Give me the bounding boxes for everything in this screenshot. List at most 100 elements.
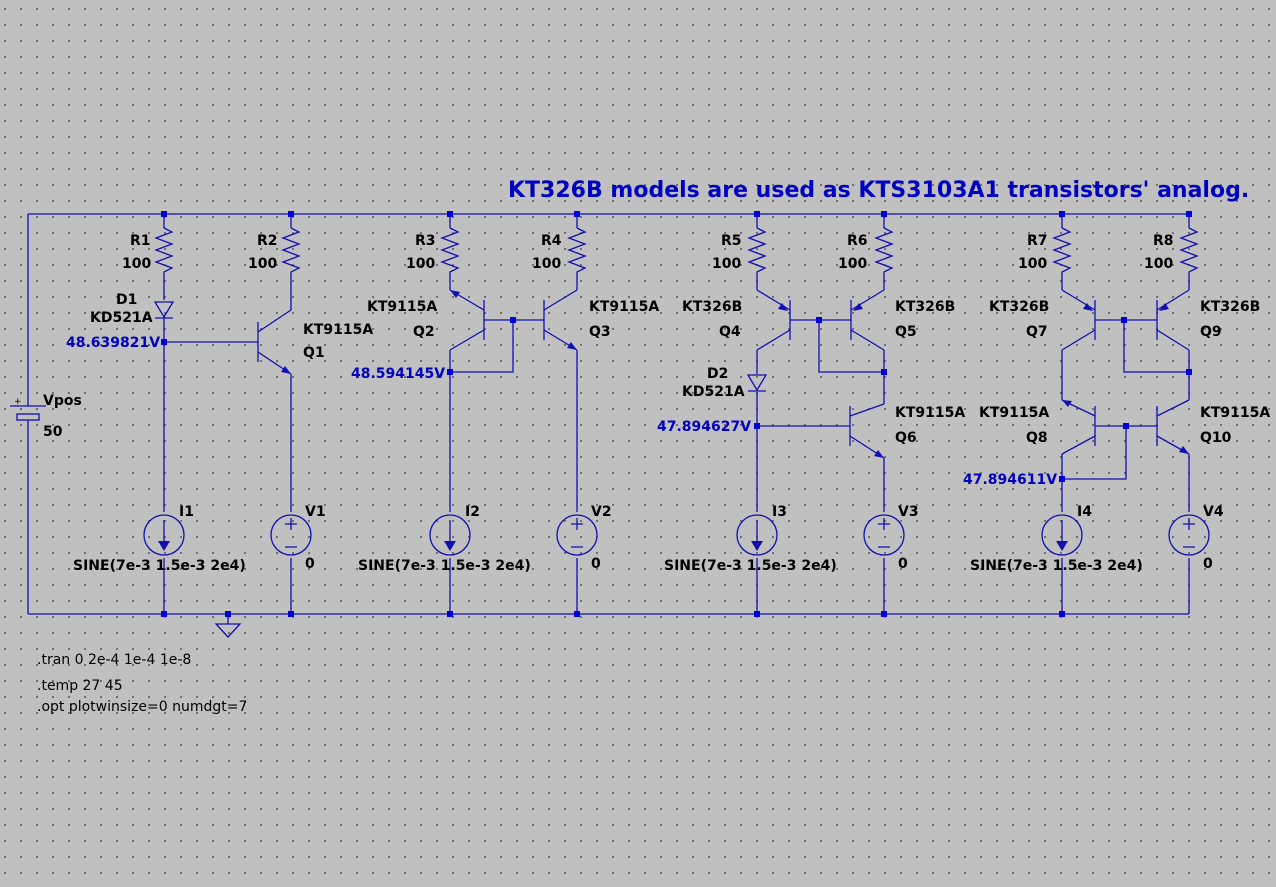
v1-name: V1 [305,504,326,520]
voltage-source-v4 [1168,514,1210,556]
r8-value: 100 [1144,256,1173,272]
d2-name: D2 [707,366,728,382]
q3-model: KT9115A [589,299,659,315]
resistor-r1 [154,227,174,278]
transistor-q7 [1061,289,1096,351]
r6-value: 100 [838,256,867,272]
v4-name: V4 [1203,504,1224,520]
resistor-r3 [440,227,460,278]
battery-vpos [10,404,46,425]
r3-name: R3 [415,233,436,249]
i3-value: SINE(7e-3 1.5e-3 2e4) [664,558,837,574]
r7-name: R7 [1027,233,1048,249]
q10-model: KT9115A [1200,405,1270,421]
r4-name: R4 [541,233,562,249]
resistor-r6 [874,227,894,278]
node-voltage-1: 48.639821V [66,335,160,351]
d2-model: KD521A [682,384,745,400]
q9-model: KT326B [1200,299,1260,315]
vpos-value: 50 [43,424,63,440]
q9-name: Q9 [1200,324,1222,340]
v2-name: V2 [591,504,612,520]
q4-model: KT326B [682,299,742,315]
voltage-source-symbols [10,404,1210,556]
voltage-source-v1 [270,514,312,556]
r3-value: 100 [406,256,435,272]
node-voltage-3: 47.894627V [657,419,751,435]
diode-symbols [153,301,768,392]
v1-value: 0 [305,556,315,572]
transistor-symbols [257,289,1190,459]
spice-directive-temp: .temp 27 45 [37,678,123,694]
transistor-q2 [449,289,485,351]
q1-name: Q1 [303,345,325,361]
node-voltage-2: 48.594145V [351,366,445,382]
r6-name: R6 [847,233,868,249]
i1-name: I1 [179,504,194,520]
resistor-r7 [1052,227,1072,278]
transistor-q8 [1061,399,1096,455]
transistor-q6 [849,403,885,459]
transistor-q5 [850,289,885,351]
q6-name: Q6 [895,430,917,446]
q1-model: KT9115A [303,322,373,338]
d1-name: D1 [116,292,137,308]
voltage-source-v2 [556,514,598,556]
r8-name: R8 [1153,233,1174,249]
v2-value: 0 [591,556,601,572]
i4-value: SINE(7e-3 1.5e-3 2e4) [970,558,1143,574]
transistor-q3 [543,289,578,351]
r5-name: R5 [721,233,742,249]
i1-value: SINE(7e-3 1.5e-3 2e4) [73,558,246,574]
r5-value: 100 [712,256,741,272]
r4-value: 100 [532,256,561,272]
junctions [161,211,1192,617]
q2-name: Q2 [413,324,435,340]
diode-d1 [153,301,175,319]
resistor-r8 [1179,227,1199,278]
i3-name: I3 [772,504,787,520]
vpos-name: Vpos [43,393,82,409]
spice-directive-opt: .opt plotwinsize=0 numdgt=7 [37,699,247,715]
v3-value: 0 [898,556,908,572]
current-source-i2 [429,514,471,556]
battery-plus-sign: + [14,397,22,407]
transistor-q1 [257,309,292,375]
resistor-r5 [747,227,767,278]
diode-d2 [746,374,768,392]
schematic-title: KT326B models are used as KTS3103A1 tran… [508,178,1249,203]
transistor-q10 [1156,399,1190,455]
voltage-source-v3 [863,514,905,556]
resistor-r2 [281,227,301,278]
r2-name: R2 [257,233,278,249]
q8-model: KT9115A [979,405,1049,421]
q5-model: KT326B [895,299,955,315]
v3-name: V3 [898,504,919,520]
current-source-i4 [1041,514,1083,556]
r2-value: 100 [248,256,277,272]
q8-name: Q8 [1026,430,1048,446]
current-source-i3 [736,514,778,556]
d1-model: KD521A [90,310,153,326]
r1-name: R1 [130,233,151,249]
transistor-q9 [1156,289,1190,351]
transistor-q4 [756,289,791,351]
i2-name: I2 [465,504,480,520]
q7-name: Q7 [1026,324,1048,340]
r1-value: 100 [122,256,151,272]
q7-model: KT326B [989,299,1049,315]
q6-model: KT9115A [895,405,965,421]
node-voltage-4: 47.894611V [963,472,1057,488]
q5-name: Q5 [895,324,917,340]
i2-value: SINE(7e-3 1.5e-3 2e4) [358,558,531,574]
resistor-symbols [154,227,1199,278]
current-source-symbols [143,514,1083,556]
v4-value: 0 [1203,556,1213,572]
q10-name: Q10 [1200,430,1232,446]
q2-model: KT9115A [367,299,437,315]
i4-name: I4 [1077,504,1092,520]
ground-icon [214,623,242,638]
spice-directive-tran: .tran 0 2e-4 1e-4 1e-8 [37,652,191,668]
